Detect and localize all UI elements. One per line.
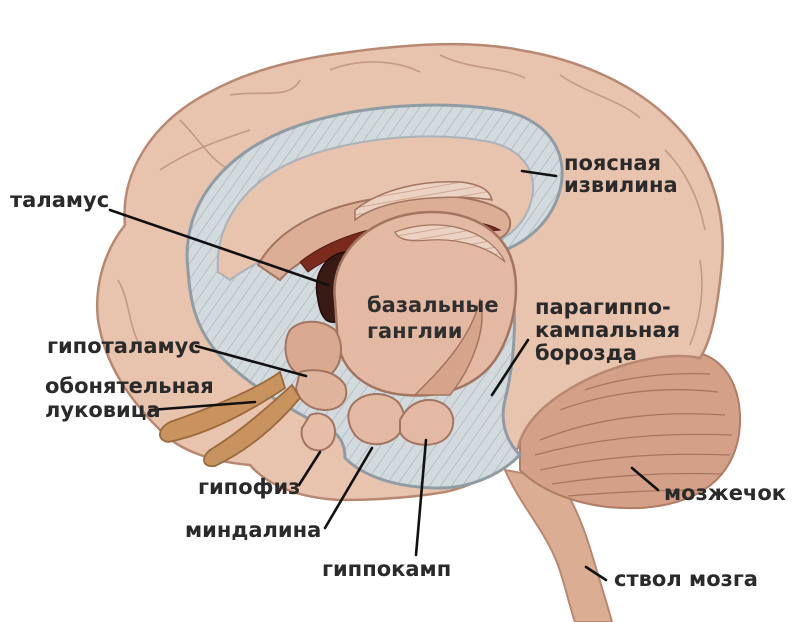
leader-hippocampus xyxy=(414,438,428,557)
hippocampus-shape xyxy=(399,399,455,446)
olfactory-tract-upper xyxy=(159,370,287,443)
label-cingulate-2: извилина xyxy=(564,173,678,197)
pituitary-shape xyxy=(300,412,337,452)
leader-pituitary xyxy=(297,450,322,487)
leader-cingulate xyxy=(520,169,558,178)
leader-brainstem xyxy=(584,565,608,582)
leader-cerebellum xyxy=(630,466,660,492)
hypothalamus-lower xyxy=(294,369,348,412)
label-parahippo-2: кампальная xyxy=(535,318,680,342)
label-hypothalamus: гипоталамус xyxy=(47,334,201,358)
amygdala-shape xyxy=(347,393,405,446)
label-cingulate-1: поясная xyxy=(564,151,661,175)
cerebellum-folia xyxy=(534,373,733,497)
label-hippocampus: гиппокамп xyxy=(322,557,451,581)
leader-hypothalamus xyxy=(194,344,308,378)
leader-amygdala xyxy=(323,446,374,530)
brainstem-shape xyxy=(503,468,614,622)
hippocampus-tail xyxy=(413,299,483,396)
leader-lines xyxy=(108,169,660,582)
label-basal-1: базальные xyxy=(367,293,499,317)
label-basal-2: ганглии xyxy=(367,319,462,343)
label-cerebellum: мозжечок xyxy=(664,481,786,505)
basal-ganglia-rim xyxy=(394,224,506,263)
label-parahippo-1: парагиппо- xyxy=(535,295,671,319)
label-brainstem: ствол мозга xyxy=(614,567,758,591)
leader-parahippo xyxy=(490,338,530,397)
label-olfactory-2: луковица xyxy=(45,398,161,422)
label-amygdala: миндалина xyxy=(185,518,321,542)
olfactory-tract-lower xyxy=(203,383,302,468)
gyri-lines xyxy=(117,54,706,346)
callosum-stripes xyxy=(354,181,493,222)
label-olfactory-1: обонятельная xyxy=(45,374,214,398)
label-pituitary: гипофиз xyxy=(198,475,300,499)
leader-thalamus xyxy=(108,208,330,287)
label-parahippo-3: борозда xyxy=(535,341,637,365)
label-thalamus: таламус xyxy=(10,188,109,212)
leader-olfactory xyxy=(148,400,257,412)
